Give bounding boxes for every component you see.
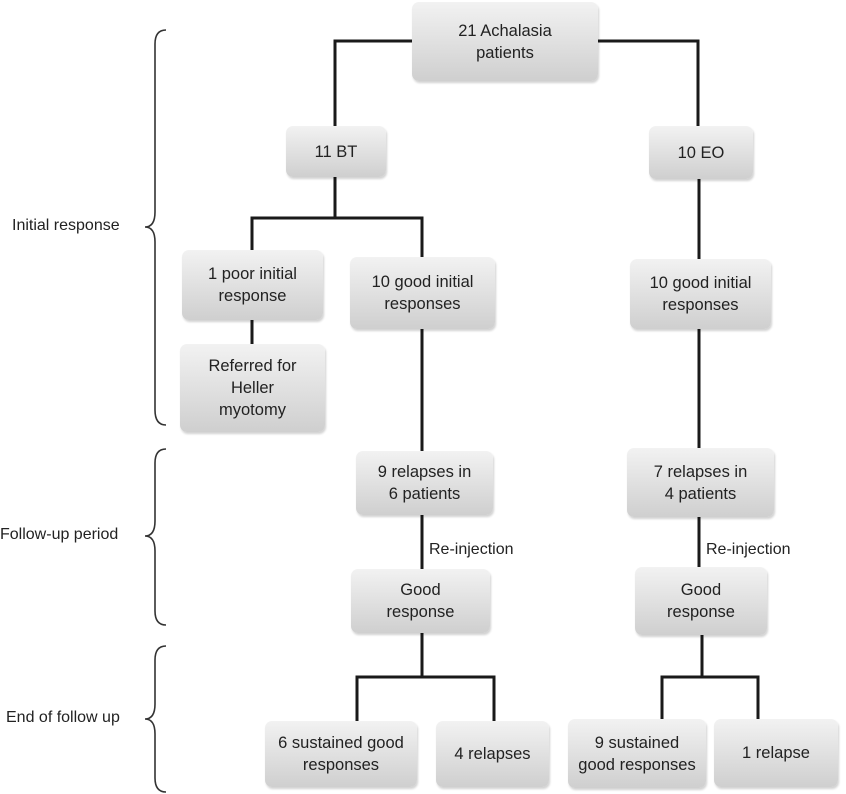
node-bt-4-relapses: 4 relapses [436, 721, 549, 787]
phase-label-follow-up: Follow-up period [0, 526, 119, 543]
node-eo-good-response: Good response [635, 567, 767, 635]
node-eo-sustained-responses: 9 sustained good responses [568, 719, 706, 788]
edge-root-bt [333, 39, 412, 126]
node-eo: 10 EO [649, 126, 753, 179]
phase-label-end-follow-up: End of follow up [6, 709, 120, 726]
edge-label-eo-reinjection: Re-injection [706, 541, 791, 558]
node-bt-good-response: Good response [351, 569, 490, 633]
node-heller-myotomy: Referred for Heller myotomy [180, 344, 325, 432]
node-root: 21 Achalasia patients [412, 2, 598, 81]
node-eo-relapses: 7 relapses in 4 patients [627, 448, 774, 517]
brace-end-follow-up [144, 645, 167, 793]
node-bt: 11 BT [286, 126, 386, 177]
edge-label-bt-reinjection: Re-injection [429, 541, 514, 558]
node-bt-poor-response: 1 poor initial response [182, 250, 323, 320]
node-bt-relapses: 9 relapses in 6 patients [356, 451, 493, 515]
edge-bt-branches [250, 216, 424, 257]
node-bt-sustained-responses: 6 sustained good responses [265, 721, 417, 787]
edge-root-eo [597, 39, 700, 126]
node-bt-good-responses: 10 good initial responses [350, 257, 495, 329]
node-eo-good-responses: 10 good initial responses [630, 259, 771, 329]
edge-bt-final-branches [355, 675, 496, 722]
edge-eo-final-branches [660, 675, 760, 722]
node-eo-1-relapse: 1 relapse [714, 719, 838, 787]
brace-initial-response [144, 29, 167, 426]
brace-follow-up [144, 448, 167, 626]
phase-label-initial-response: Initial response [12, 217, 120, 234]
